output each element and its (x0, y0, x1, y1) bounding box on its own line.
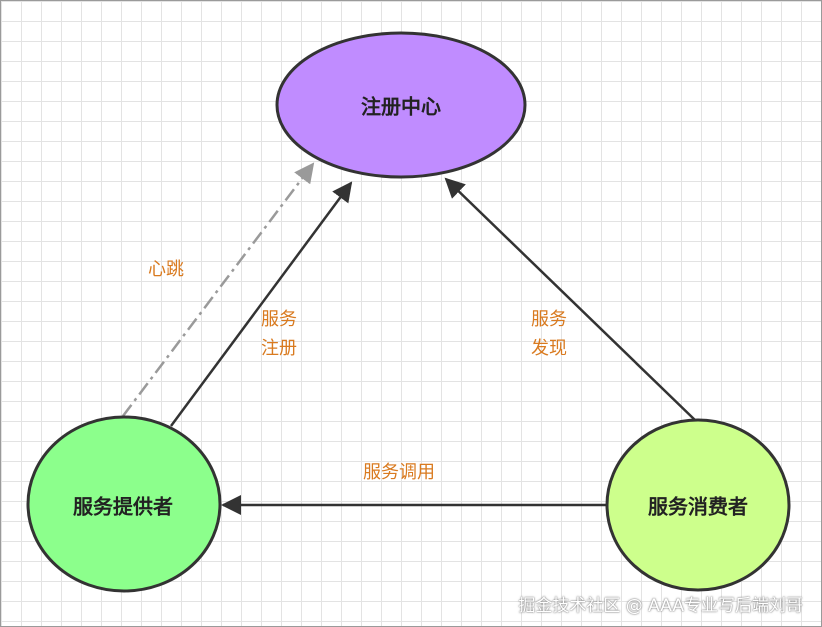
discover-edge (444, 177, 697, 422)
provider-label: 服务提供者 (73, 494, 173, 519)
registry-label: 注册中心 (361, 94, 441, 119)
register-label: 服务 注册 (261, 309, 297, 359)
provider-node (26, 415, 222, 593)
discover-label: 服务 发现 (531, 309, 567, 359)
watermark: 掘金技术社区 @ AAA专业写后端刘哥 (518, 596, 803, 616)
consumer-label: 服务消费者 (648, 494, 748, 519)
heartbeat-edge (122, 162, 315, 417)
invoke-label: 服务调用 (363, 462, 435, 483)
heartbeat-label: 心跳 (148, 259, 184, 280)
registry-node (275, 31, 527, 179)
register-edge (169, 181, 353, 427)
consumer-node (605, 418, 791, 592)
